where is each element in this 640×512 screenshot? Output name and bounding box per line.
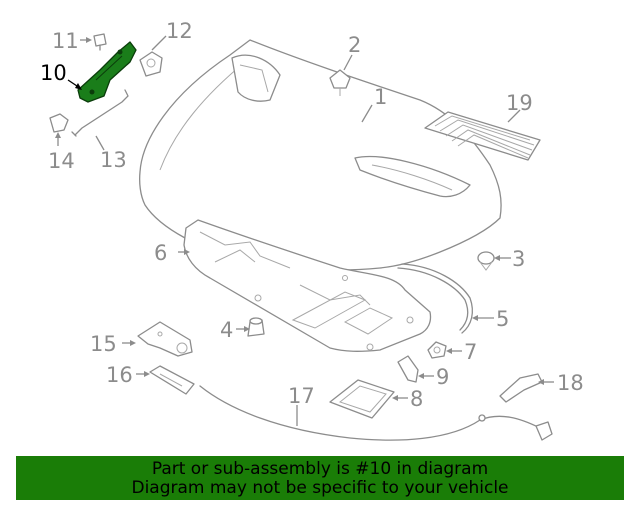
callout-11: 11 — [52, 29, 79, 53]
hood-panel — [139, 39, 502, 271]
callout-12: 12 — [166, 19, 193, 43]
callout-13: 13 — [100, 148, 127, 172]
clip-9 — [397, 355, 419, 383]
hood-seal — [397, 263, 473, 334]
striker-16 — [149, 365, 195, 395]
hood-hinge-10 — [77, 41, 137, 103]
banner-line-1: Part or sub-assembly is #10 in diagram — [151, 459, 489, 479]
callout-4: 4 — [220, 318, 233, 342]
cable-17 — [199, 385, 553, 441]
callout-2: 2 — [348, 33, 361, 57]
callout-10: 10 — [40, 61, 67, 85]
callout-3: 3 — [512, 247, 525, 271]
nut-7 — [427, 341, 447, 359]
prop-rod-13 — [71, 89, 129, 137]
banner-line-2: Diagram may not be specific to your vehi… — [131, 478, 509, 498]
callout-7: 7 — [464, 340, 477, 364]
callout-labels: 1 2 3 4 5 6 7 8 9 10 11 12 13 14 15 16 1… — [40, 19, 584, 411]
handle-18 — [499, 373, 543, 403]
callout-19: 19 — [506, 91, 533, 115]
bolt-11 — [93, 33, 107, 51]
latch-15 — [137, 321, 193, 357]
holder-14 — [49, 113, 69, 133]
info-banner: Part or sub-assembly is #10 in diagram D… — [16, 456, 624, 500]
stop-4 — [247, 317, 265, 337]
callout-8: 8 — [410, 387, 423, 411]
callout-15: 15 — [90, 332, 117, 356]
clip-2 — [329, 69, 351, 96]
bumper-3 — [477, 251, 495, 271]
callout-16: 16 — [106, 363, 133, 387]
callout-17: 17 — [288, 384, 315, 408]
callout-9: 9 — [436, 365, 449, 389]
parts-diagram: 1 2 3 4 5 6 7 8 9 10 11 12 13 14 15 16 1… — [40, 19, 584, 441]
bushing-12 — [139, 51, 163, 77]
callout-6: 6 — [154, 241, 167, 265]
callout-18: 18 — [557, 371, 584, 395]
callout-14: 14 — [48, 149, 75, 173]
callout-5: 5 — [496, 307, 509, 331]
callout-1: 1 — [374, 85, 387, 109]
hood-insulator — [183, 219, 432, 352]
leader-lines — [55, 35, 554, 426]
pad-8 — [329, 379, 395, 419]
cowl-grille — [424, 111, 541, 161]
